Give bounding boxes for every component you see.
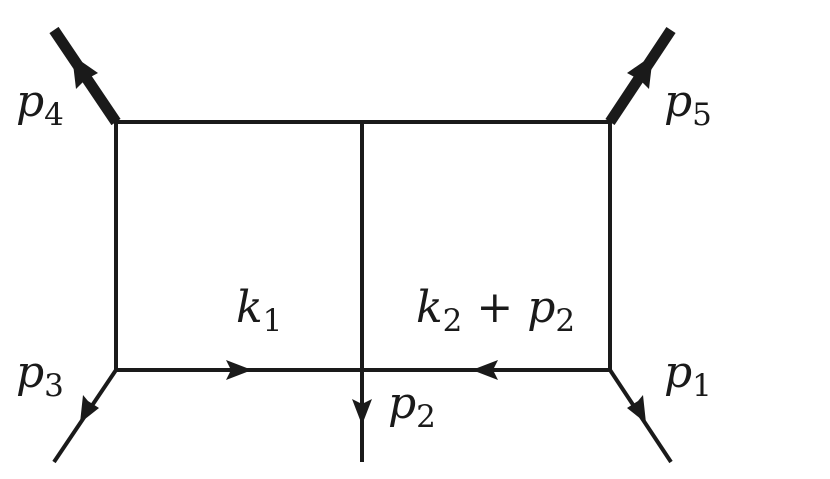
p2-arrow [352, 399, 372, 425]
p1-arrow [627, 395, 646, 423]
label-p1: p1 [664, 347, 712, 404]
p4-arrow [72, 55, 98, 89]
k1-arrow [226, 360, 252, 380]
label-p4: p4 [16, 76, 64, 133]
label-p3: p3 [16, 347, 64, 404]
k2-p2-arrow [472, 360, 498, 380]
p3-arrow [80, 395, 99, 423]
label-k2-plus-p2: k2 + p2 [416, 282, 575, 339]
label-k1: k1 [236, 282, 282, 339]
label-p5: p5 [664, 76, 712, 133]
p5-arrow [627, 55, 653, 89]
label-p2: p2 [388, 378, 436, 435]
